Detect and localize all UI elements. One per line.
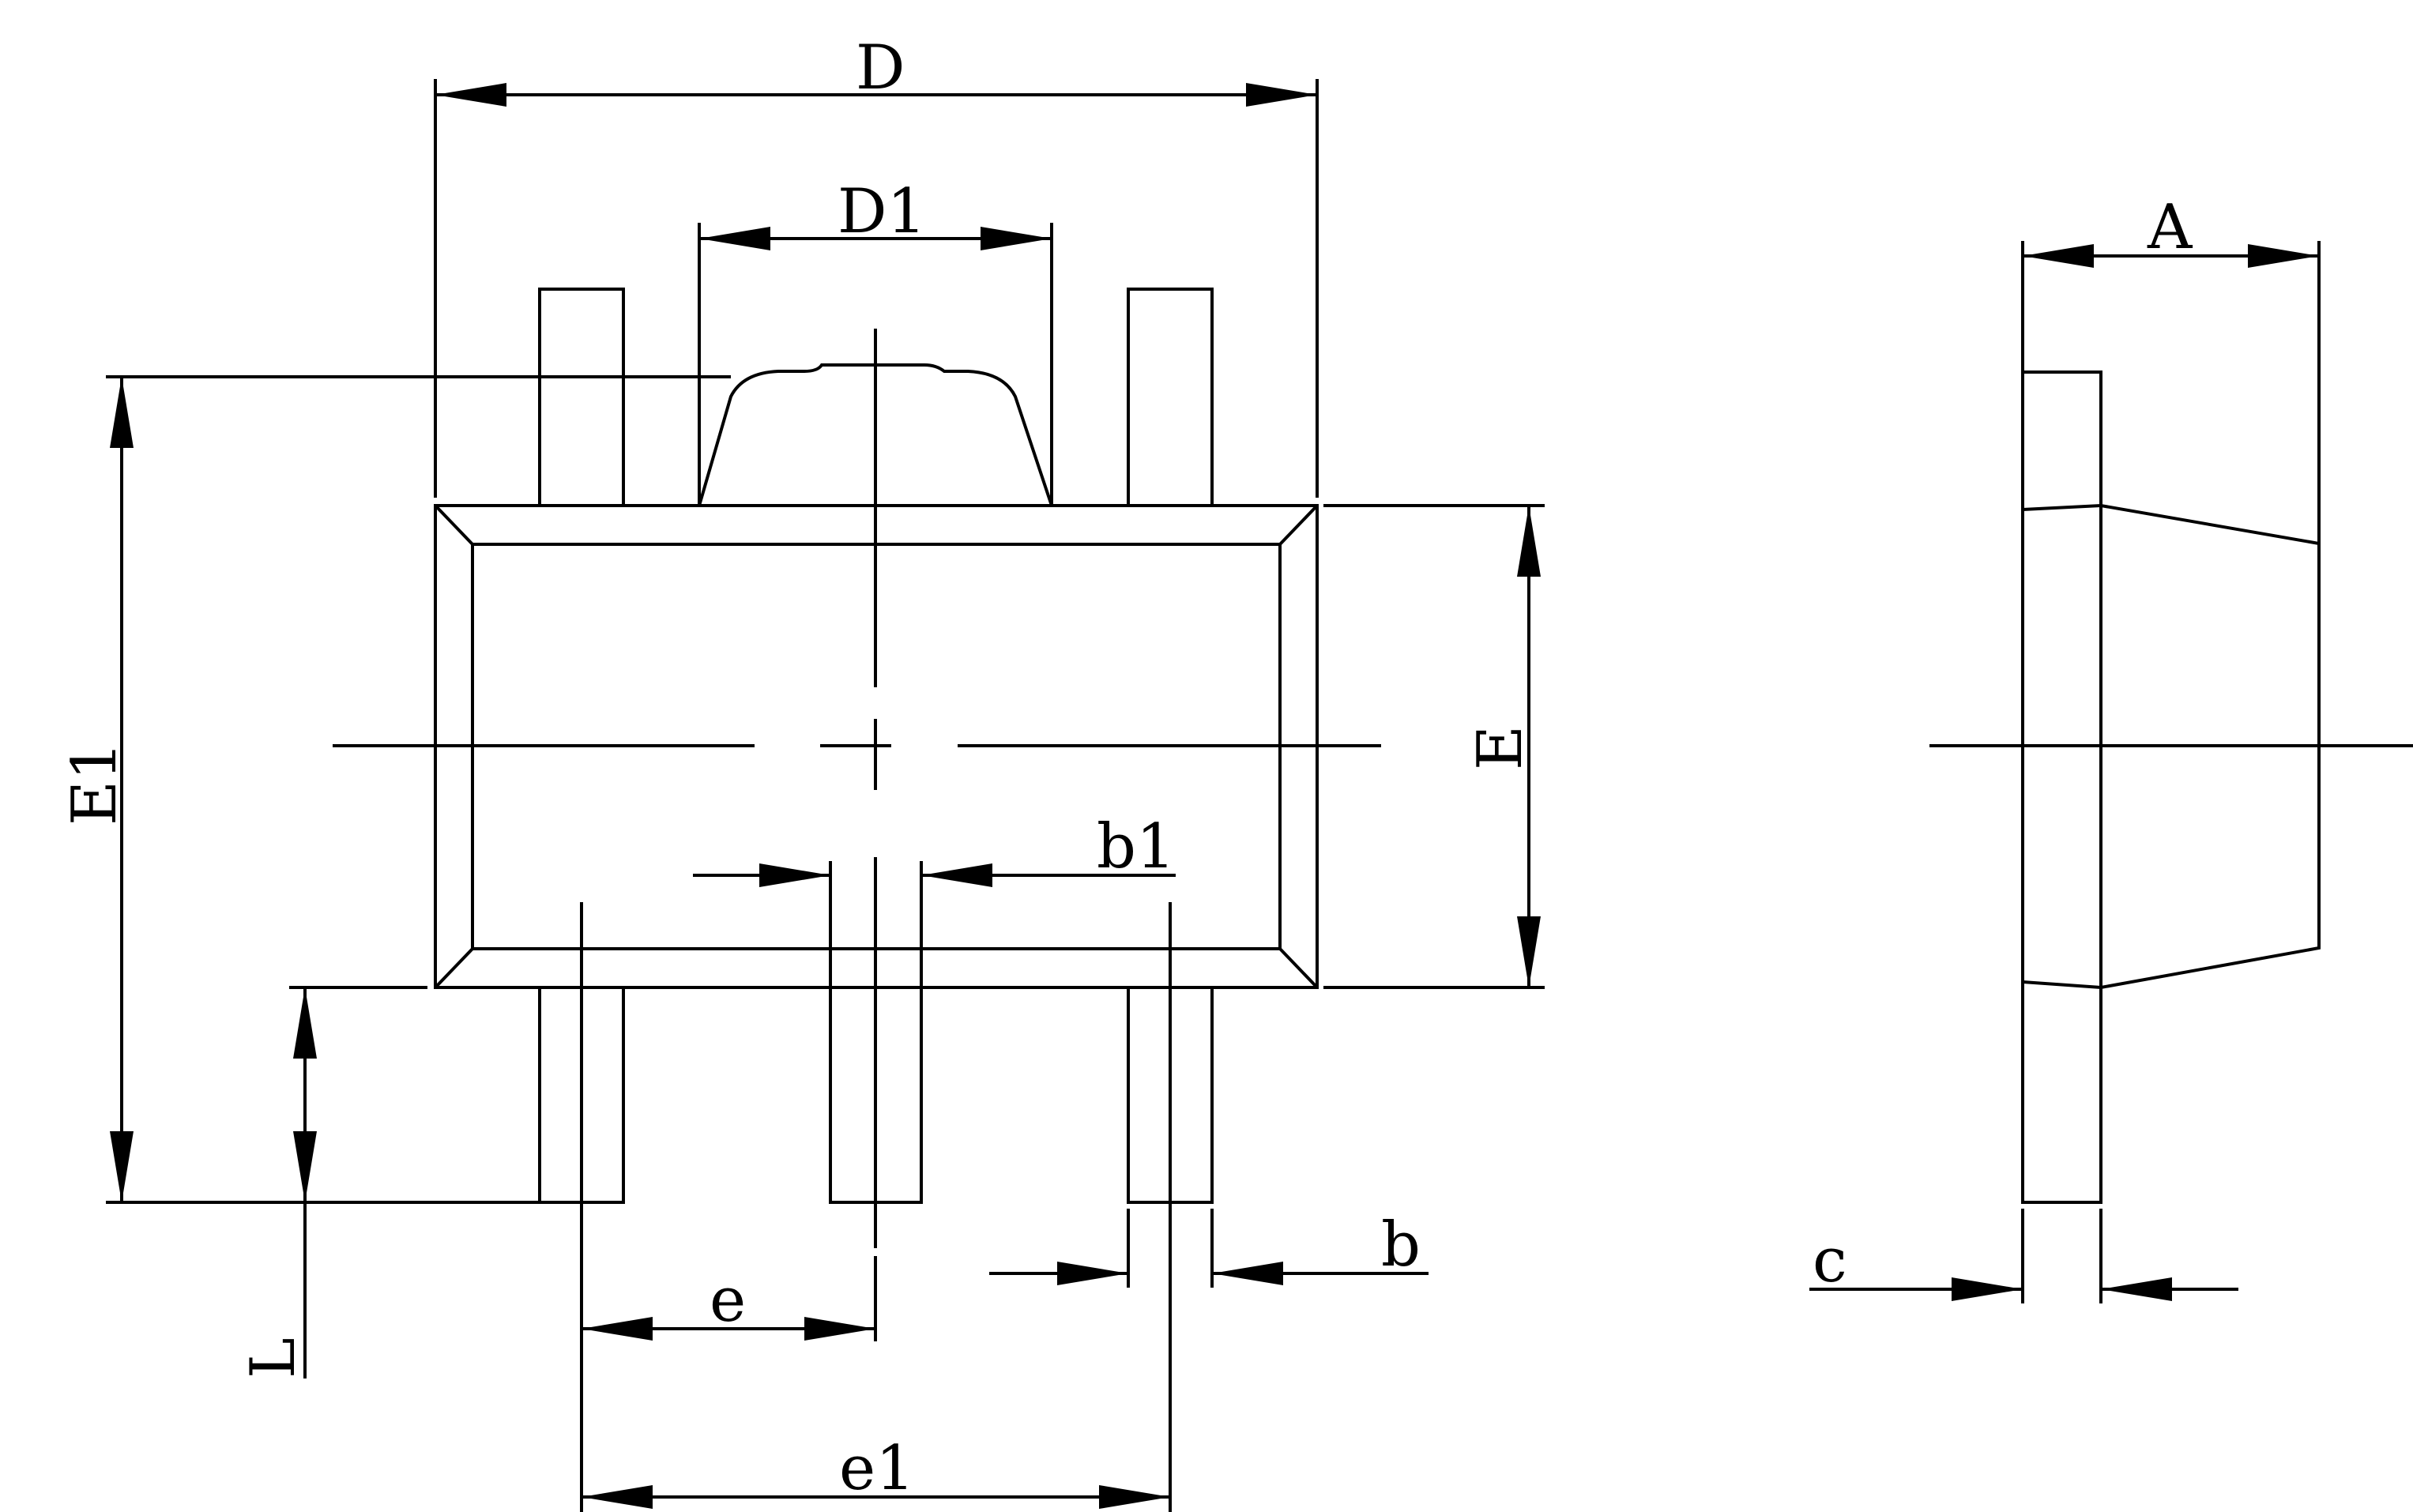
top-lead-left (538, 288, 625, 507)
dimension-e: e (580, 902, 877, 1512)
bevel-corner (434, 947, 474, 989)
dimension-D1: D1 (698, 176, 1053, 506)
top-lead-right (1127, 288, 1214, 507)
dimension-b1: b1 (693, 811, 1176, 987)
label-A: A (2147, 192, 2193, 263)
label-D1: D1 (838, 176, 926, 247)
dimension-e1: e1 (582, 902, 1172, 1512)
bevel-corner (434, 504, 474, 546)
front-view (333, 288, 1381, 1341)
dimension-D: D (434, 32, 1319, 498)
label-E1: E1 (59, 741, 130, 826)
bevel-corner (1278, 504, 1319, 546)
label-L: L (238, 1337, 309, 1378)
label-E: E (1465, 725, 1536, 770)
side-view (1929, 370, 2413, 1204)
dimension-E: E (1323, 504, 1545, 989)
label-e1: e1 (839, 1433, 915, 1504)
dimension-L: L (238, 986, 427, 1378)
dimension-A: A (2021, 192, 2321, 543)
side-lead-plate (2021, 370, 2102, 1204)
dimension-c: c (1809, 1209, 2238, 1303)
dimension-b: b (989, 1209, 1429, 1288)
label-b: b (1381, 1209, 1421, 1281)
label-b1: b1 (1097, 811, 1176, 882)
label-e: e (710, 1265, 746, 1336)
dimension-E1: E1 (59, 375, 731, 1204)
label-D: D (856, 32, 905, 103)
heat-sink-tab (698, 363, 1053, 506)
bevel-corner (1278, 947, 1319, 989)
label-c: c (1813, 1225, 1847, 1296)
